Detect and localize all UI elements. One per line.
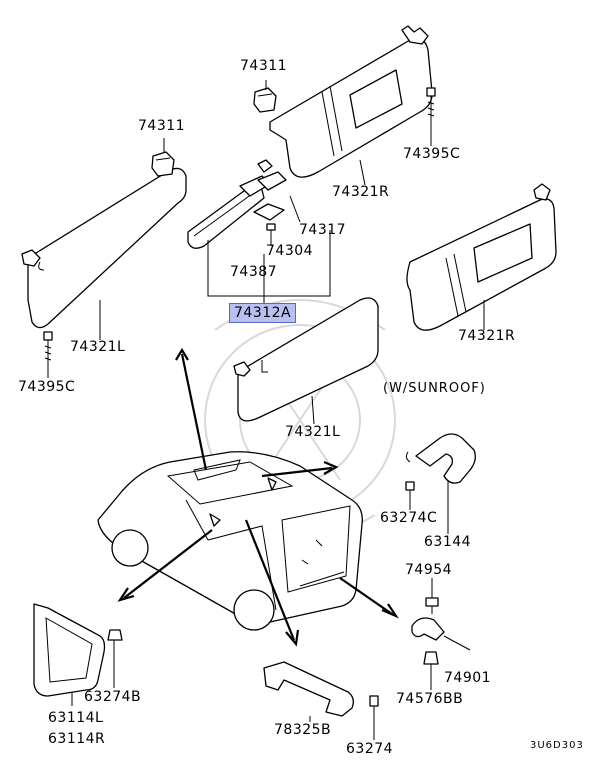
clip-63274[interactable] — [369, 695, 379, 707]
visor-clip-74311-r[interactable] — [253, 87, 277, 113]
clip-63274c[interactable] — [405, 451, 415, 498]
hook-74901[interactable] — [411, 617, 445, 641]
label-74321l-sunroof: 74321L — [285, 424, 341, 440]
label-74311-right: 74311 — [240, 58, 288, 74]
label-74311-left: 74311 — [138, 118, 186, 134]
clip-74576bb[interactable] — [423, 651, 439, 665]
assist-grip-63144[interactable] — [415, 433, 476, 484]
label-63114r: 63114R — [48, 731, 106, 747]
label-74387: 74387 — [230, 264, 278, 280]
label-63274: 63274 — [346, 741, 394, 757]
leader-lines — [47, 80, 485, 740]
label-74395c-left: 74395C — [18, 379, 76, 395]
label-74304: 74304 — [266, 243, 314, 259]
label-63114l: 63114L — [48, 710, 104, 726]
visor-clip-74311-l[interactable] — [151, 151, 175, 177]
direction-arrows — [117, 347, 399, 647]
label-74901: 74901 — [444, 670, 492, 686]
trim-63114[interactable] — [33, 603, 106, 697]
label-63274c: 63274C — [380, 510, 438, 526]
label-74312a-highlighted[interactable]: 74312A — [229, 303, 297, 323]
vehicle-outline — [97, 451, 363, 631]
bolt-74954[interactable] — [425, 597, 439, 614]
label-74395c-right: 74395C — [403, 146, 461, 162]
label-74576bb: 74576BB — [396, 691, 464, 707]
label-63274b: 63274B — [84, 689, 142, 705]
screw-74304[interactable] — [266, 223, 276, 246]
sunroof-note: (W/SUNROOF) — [383, 381, 486, 396]
label-74954: 74954 — [405, 562, 453, 578]
sun-visor-74321r-top[interactable] — [269, 25, 433, 178]
label-74321l-left: 74321L — [70, 339, 126, 355]
label-74317: 74317 — [299, 222, 347, 238]
mirror-base-74317[interactable] — [253, 159, 285, 221]
diagram-code: 3U6D303 — [530, 740, 584, 751]
sun-visor-74321r-sunroof[interactable] — [406, 183, 557, 331]
sun-visor-74321l-sunroof[interactable] — [233, 297, 379, 422]
screw-74395c-l[interactable] — [43, 331, 53, 366]
screw-74395c-r[interactable] — [426, 87, 436, 122]
rear-view-mirror-74312a[interactable] — [187, 171, 287, 249]
label-78325b: 78325B — [274, 722, 332, 738]
assist-grip-78325b[interactable] — [263, 661, 354, 717]
label-74321r-top: 74321R — [332, 184, 390, 200]
label-74321r-sunroof: 74321R — [458, 328, 516, 344]
label-63144: 63144 — [424, 534, 472, 550]
clip-63274b[interactable] — [107, 629, 123, 641]
sun-visor-74321l-left[interactable] — [21, 167, 187, 329]
